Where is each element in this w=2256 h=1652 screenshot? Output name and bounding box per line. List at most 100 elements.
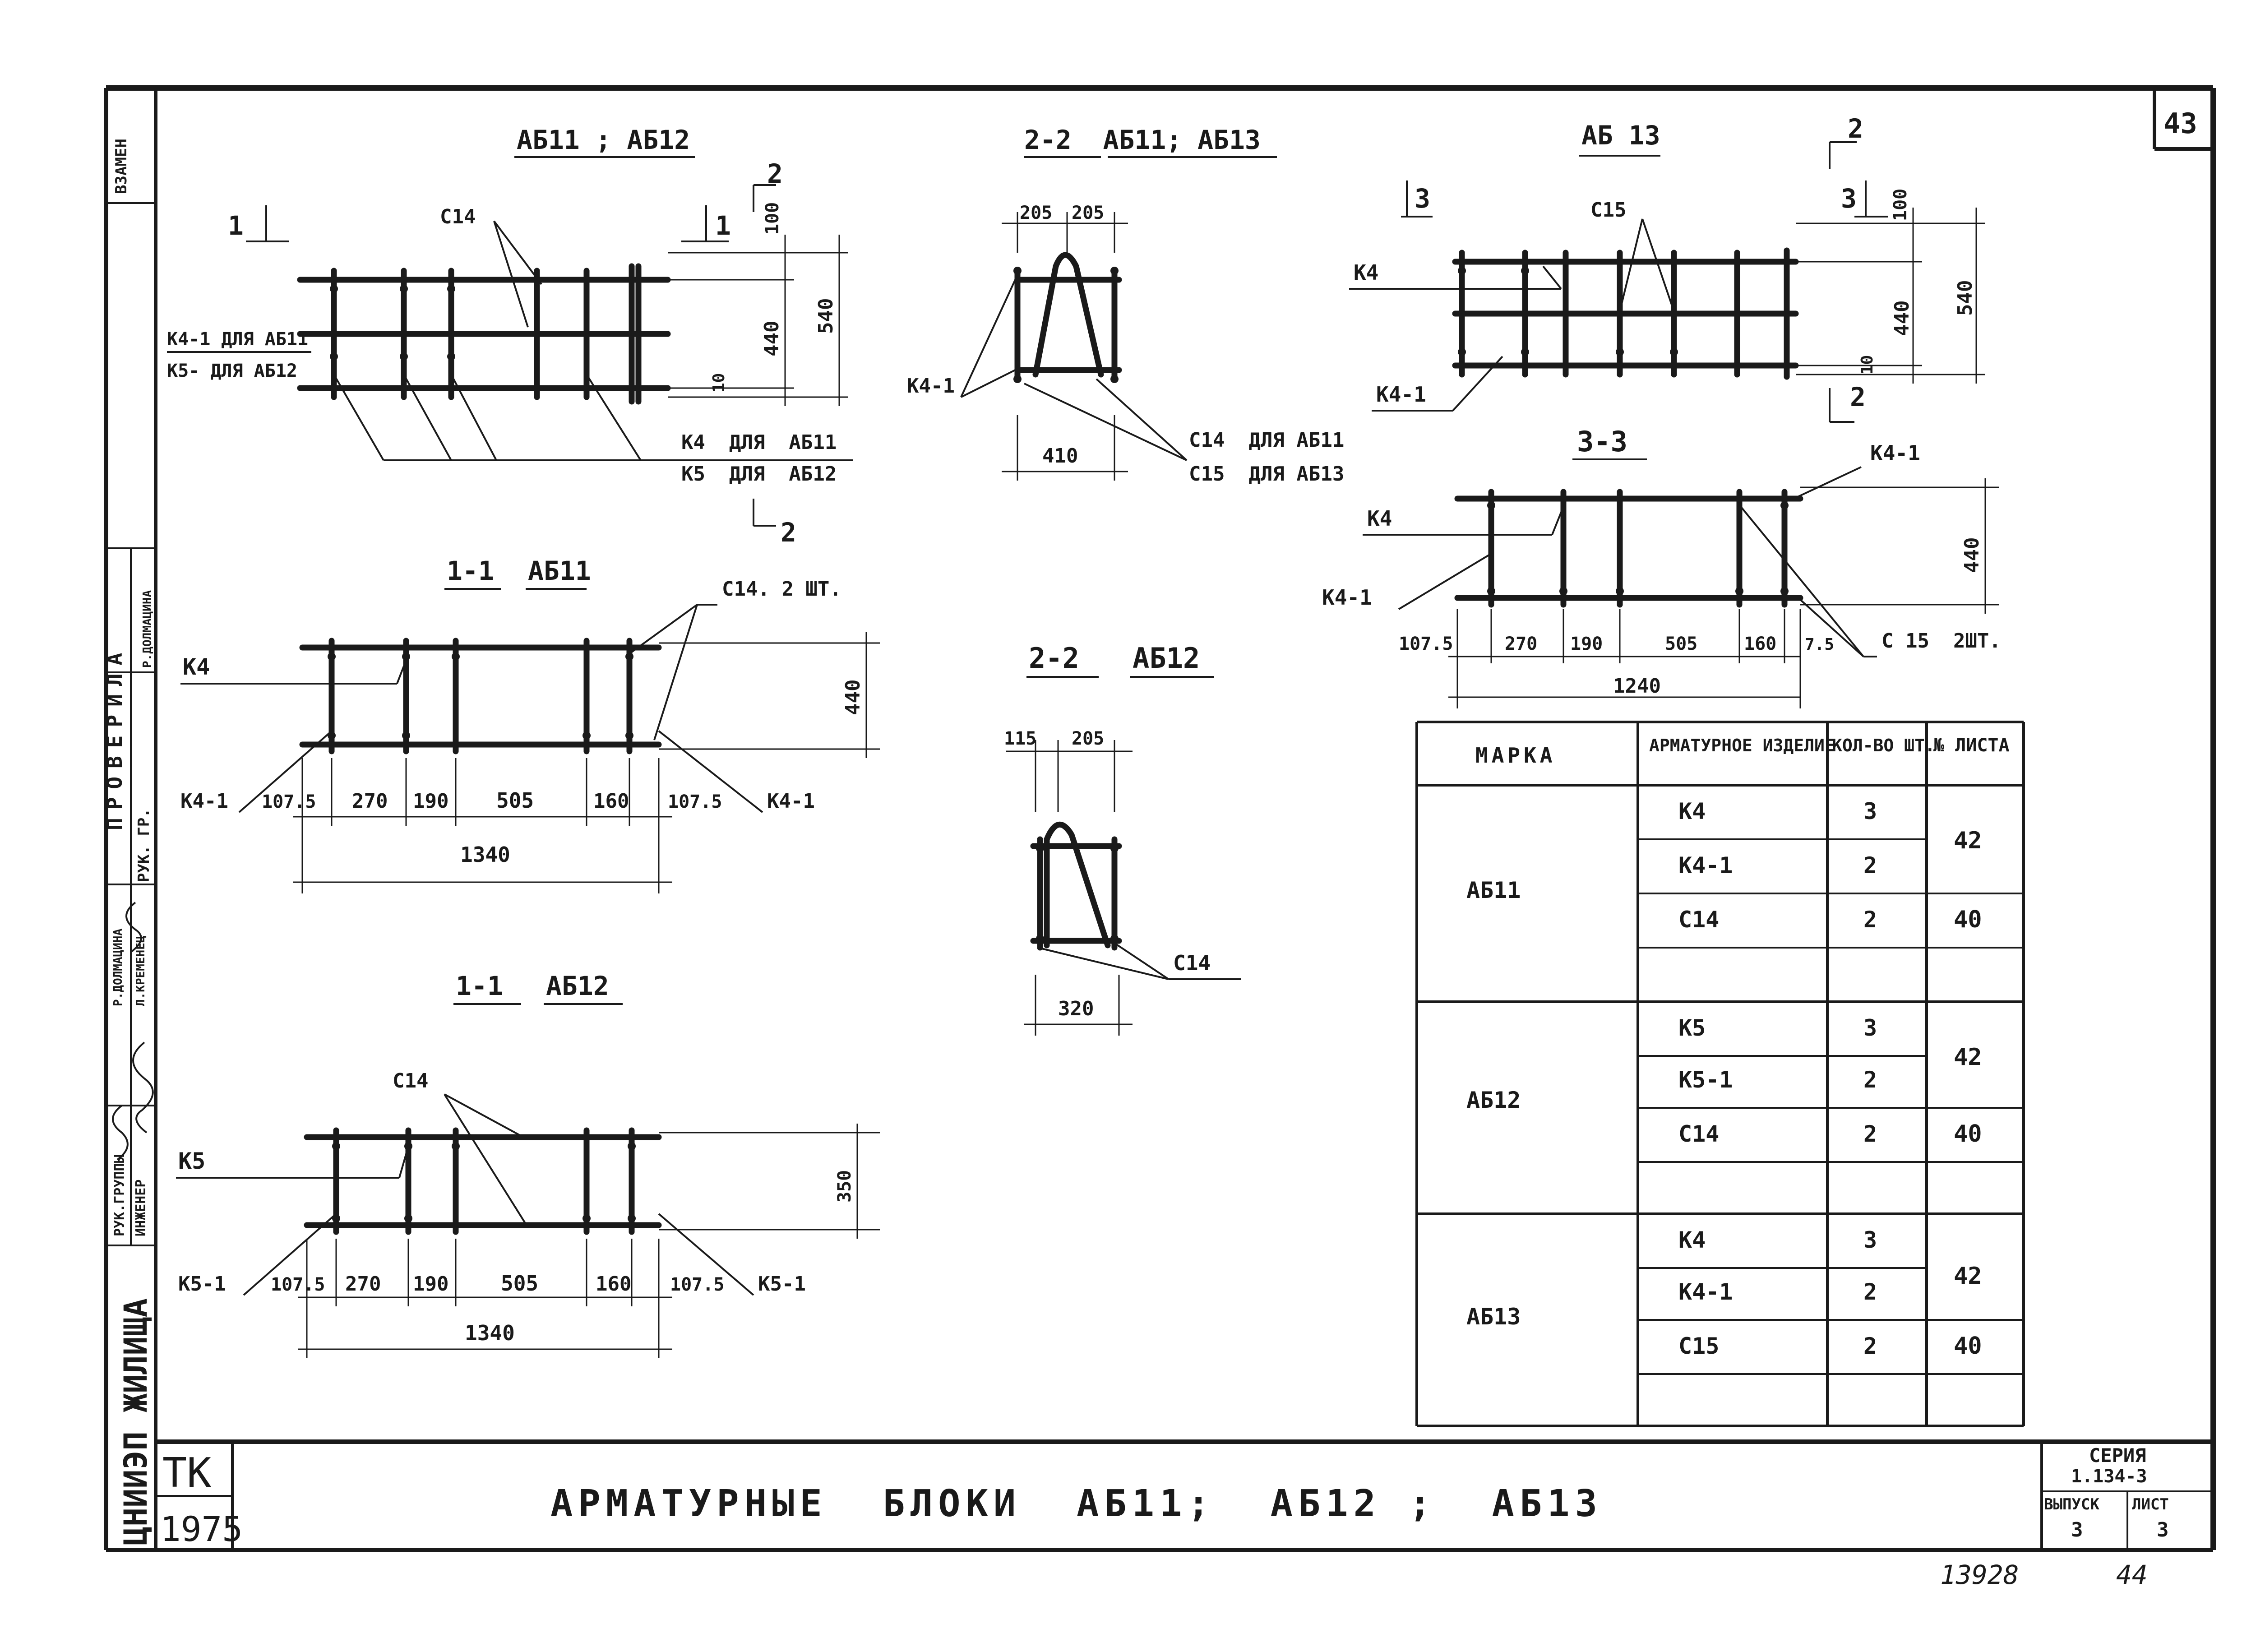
signature-ruk-gruppy xyxy=(112,1105,129,1161)
dim-107-5-left: 107.5 xyxy=(271,1274,325,1295)
qty-row: 2 xyxy=(1863,1279,1877,1305)
section-2-2-ab12: 2-2 АБ12 115 205 320 С14 xyxy=(1004,642,1241,1036)
item-row: С15 xyxy=(1678,1333,1719,1359)
weld-dot xyxy=(1110,375,1119,383)
dim-350: 350 xyxy=(834,1170,855,1203)
sheet-value: 3 xyxy=(2157,1518,2169,1541)
cut-1-right: 1 xyxy=(715,210,731,241)
label-c14: С14 xyxy=(393,1069,428,1092)
dim-270: 270 xyxy=(352,790,388,813)
dim-1240: 1240 xyxy=(1613,675,1661,698)
dim-107-5-right: 107.5 xyxy=(668,791,722,812)
weld-dot xyxy=(402,652,410,661)
label-c14-for-ab11: С14 ДЛЯ АБ11 xyxy=(1189,429,1344,452)
view-title-mark: АБ12 xyxy=(1133,642,1200,675)
weld-dot xyxy=(1780,587,1789,595)
label-k4: К4 xyxy=(1367,506,1392,531)
item-row: С14 xyxy=(1678,1121,1719,1147)
weld-dot xyxy=(625,652,633,661)
bottom-right-number: 44 xyxy=(2116,1559,2148,1590)
weld-dot xyxy=(328,731,336,740)
item-row: С14 xyxy=(1678,907,1719,933)
stamp-kremenets: Л.КРЕМЕНЕЦ xyxy=(134,935,148,1006)
dim-440: 440 xyxy=(841,680,864,715)
header-marka: МАРКА xyxy=(1475,743,1556,768)
dim-160: 160 xyxy=(593,790,629,813)
qty-row: 2 xyxy=(1863,1333,1877,1359)
weld-dot xyxy=(1036,935,1044,943)
item-row: К4 xyxy=(1678,1227,1706,1253)
weld-dot xyxy=(328,652,336,661)
dim-270: 270 xyxy=(1505,634,1537,654)
weld-dot xyxy=(1670,348,1678,356)
weld-dot xyxy=(1036,844,1044,852)
dim-160: 160 xyxy=(596,1273,631,1296)
dim-ticks xyxy=(301,758,660,893)
label-c14-2pcs: С14. 2 ШТ. xyxy=(722,578,841,601)
stamp-dolmatsina-top: Р.ДОЛМАЦИНА xyxy=(141,590,154,668)
dim-505: 505 xyxy=(501,1271,538,1296)
section-1-1-ab11: 1-1 АБ11 К4 С14. 2 ШТ. К4-1 К4-1 440 xyxy=(180,555,880,893)
dim-10: 10 xyxy=(710,373,728,393)
view-title-num: 1-1 xyxy=(447,555,494,586)
weld-dot xyxy=(1521,348,1529,356)
series-label: СЕРИЯ xyxy=(2089,1444,2146,1467)
dim-190: 190 xyxy=(1570,634,1603,654)
weld-dot xyxy=(582,731,591,740)
weld-dots xyxy=(328,267,1789,1222)
label-k41-left: К4-1 xyxy=(180,790,228,813)
sheet-k: 42 xyxy=(1954,1044,1982,1071)
stamp-proverila: ПРОВЕРИЛА xyxy=(102,645,127,830)
qty-row: 2 xyxy=(1863,852,1877,879)
qty-row: 2 xyxy=(1863,907,1877,933)
label-k51-left: К5-1 xyxy=(178,1273,226,1296)
dim-205-right: 205 xyxy=(1072,203,1104,223)
view-title: АБ11 ; АБ12 xyxy=(517,125,690,155)
weld-dot xyxy=(582,1214,591,1222)
label-k5-for-ab12-bottom: К5 ДЛЯ АБ12 xyxy=(681,463,837,486)
section-1-1-ab12: 1-1 АБ12 К5 С14 К5-1 К5-1 350 xyxy=(176,971,880,1358)
dim-1340: 1340 xyxy=(465,1321,515,1345)
weld-dot xyxy=(452,652,460,661)
dim-100: 100 xyxy=(1890,189,1911,221)
section-3-3: 3-3 К4 К4-1 К4-1 С 15 2ШТ. 440 xyxy=(1322,425,2001,708)
stamp-ruk-gr: РУК. ГР. xyxy=(135,808,153,882)
section-2-2-ab11-ab13: 2-2 АБ11; АБ13 205 205 410 К4-1 С14 ДЛЯ … xyxy=(907,125,1344,486)
table-inner-lines xyxy=(1638,838,2024,1375)
qty-row: 2 xyxy=(1863,1121,1877,1147)
weld-dot xyxy=(625,731,633,740)
drawing-title: АРМАТУРНЫЕ БЛОКИ АБ11; АБ12 ; АБ13 xyxy=(550,1482,1603,1525)
item-row: К4-1 xyxy=(1678,852,1733,879)
issue-label: ВЫПУСК xyxy=(2044,1495,2099,1513)
label-k4: К4 xyxy=(183,654,210,680)
weld-dot xyxy=(330,285,338,293)
weld-dot xyxy=(628,1142,636,1150)
stamp-ruk-gruppy: РУК.ГРУППЫ xyxy=(112,1155,128,1236)
dim-320: 320 xyxy=(1058,997,1094,1020)
weld-dot xyxy=(1458,267,1466,275)
label-k51-right: К5-1 xyxy=(758,1273,806,1296)
dim-190: 190 xyxy=(413,1273,448,1296)
label-c15-for-ab13: С15 ДЛЯ АБ13 xyxy=(1189,463,1344,486)
view-title-num: 2-2 xyxy=(1029,642,1079,675)
signature-proverila xyxy=(125,902,142,953)
qty-row: 3 xyxy=(1863,798,1877,824)
sheet-c: 40 xyxy=(1954,1120,1982,1148)
weld-dot xyxy=(1487,587,1495,595)
bottom-left-number: 13928 xyxy=(1940,1559,2019,1590)
label-k4-for-ab11: К4 ДЛЯ АБ11 xyxy=(681,431,837,454)
label-c14: С14 xyxy=(440,205,476,228)
series-value: 1.134-3 xyxy=(2071,1466,2147,1487)
view-title: АБ 13 xyxy=(1581,120,1660,151)
view-title-mark: АБ11 xyxy=(528,555,591,586)
cut-3-right: 3 xyxy=(1841,183,1857,214)
item-row: К4-1 xyxy=(1678,1279,1733,1305)
dim-440: 440 xyxy=(1891,301,1914,336)
qty-row: 2 xyxy=(1863,1067,1877,1093)
label-k41-right: К4-1 xyxy=(1870,441,1920,465)
mark-ab13: АБ13 xyxy=(1466,1304,1521,1330)
sheet-label: ЛИСТ xyxy=(2132,1495,2169,1513)
weld-dot xyxy=(1521,267,1529,275)
weld-dot xyxy=(1780,501,1789,509)
item-row: К5 xyxy=(1678,1015,1706,1041)
